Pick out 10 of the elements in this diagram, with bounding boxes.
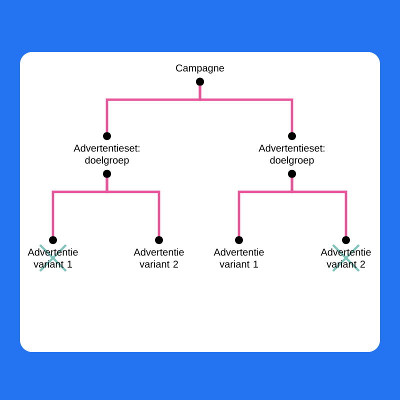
node-label: Campagne (176, 64, 224, 74)
node-label: Advertentie variant 1 (214, 248, 264, 268)
node-label: Advertentie variant 2 (134, 248, 184, 268)
node-label: Advertentieset: doelgroep (74, 144, 140, 166)
connector (103, 170, 163, 244)
connector (196, 78, 296, 140)
node-label: Advertentie variant 2 (320, 248, 371, 268)
connector (288, 170, 350, 244)
node-label: Advertentie variant 1 (28, 248, 78, 268)
node-label: Advertentieset: doelgroep (258, 144, 324, 166)
